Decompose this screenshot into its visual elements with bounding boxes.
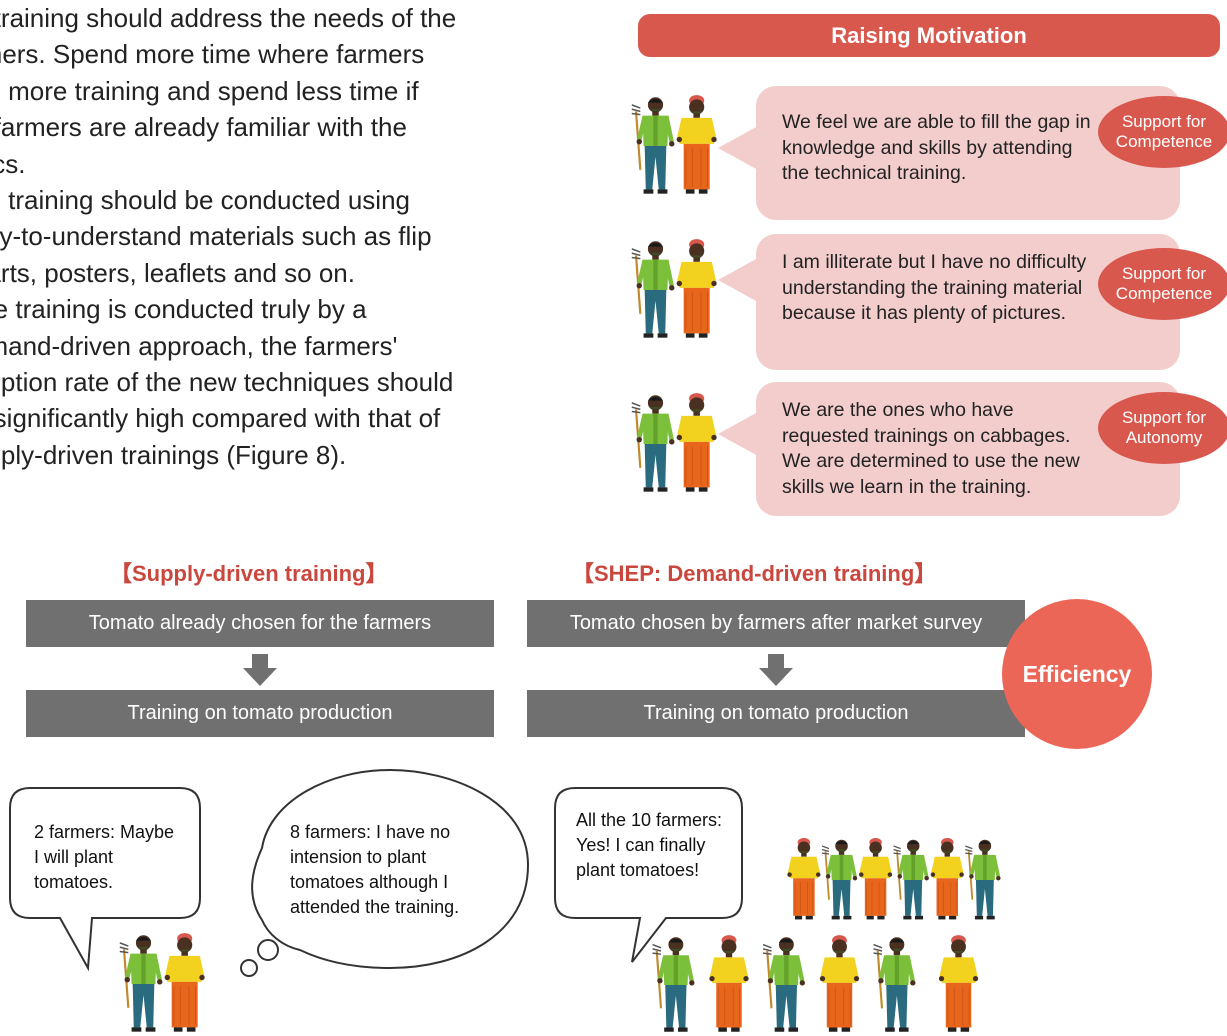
raising-motivation-header: Raising Motivation [638,14,1220,57]
motivation-bubble: We are the ones who have requested train… [718,382,1180,516]
body-line: e training should address the needs of t… [0,3,457,33]
demand-speech-text: All the 10 farmers: Yes! I can finally p… [576,810,723,880]
motivation-text: We are the ones who have requested train… [782,399,1080,498]
body-line: emand-driven approach, the farmers' [0,330,398,361]
motivation-item: We feel we are able to fill the gap in k… [610,86,1227,220]
efficiency-badge: Efficiency [1002,599,1152,749]
farmer-group-icon [786,837,1001,921]
demand-flow-title: 【SHEP: Demand-driven training】 [572,561,937,586]
support-badge: Support for Autonomy [1098,392,1227,464]
motivation-item: We are the ones who have requested train… [610,382,1227,516]
body-line: he training should be conducted using [0,185,410,216]
motivation-item: I am illiterate but I have no difficulty… [610,234,1227,370]
body-line: the training is conducted truly by a [0,294,367,325]
body-line: e farmers are already familiar with the [0,112,407,143]
supply-speech-text: 2 farmers: Maybe I will plant tomatoes. [34,822,175,892]
support-badge: Support for Competence [1098,96,1227,168]
body-line: rmers. Spend more time where farmers [0,39,425,70]
motivation-bubble: We feel we are able to fill the gap in k… [718,86,1180,220]
demand-step-2: Training on tomato production [527,690,1025,737]
demand-step-1: Tomato chosen by farmers after market su… [527,600,1025,647]
farmer-group-icon [652,934,979,1033]
thought-text: 8 farmers: I have no intension to plant … [290,822,460,917]
supply-step-2: Training on tomato production [26,690,494,737]
down-arrow-icon [243,654,277,686]
body-line: e significantly high compared with that … [0,403,441,434]
body-line: pics. [0,148,26,179]
support-badge: Support for Competence [1098,248,1227,320]
motivation-text: We feel we are able to fill the gap in k… [782,111,1091,184]
motivation-text: I am illiterate but I have no difficulty… [782,251,1087,324]
down-arrow-icon [759,654,793,686]
farmer-pair-icon [119,932,206,1033]
body-text: e training should address the needs of t… [0,0,598,473]
body-line: upply-driven trainings (Figure 8). [0,439,347,470]
supply-flow-title: 【Supply-driven training】 [110,561,388,586]
body-line: asy-to-understand materials such as flip [0,221,432,252]
supply-step-1: Tomato already chosen for the farmers [26,600,494,647]
body-line: doption rate of the new techniques shoul… [0,367,454,398]
body-line: ed more training and spend less time if [0,75,419,106]
body-line: harts, posters, leaflets and so on. [0,257,355,288]
